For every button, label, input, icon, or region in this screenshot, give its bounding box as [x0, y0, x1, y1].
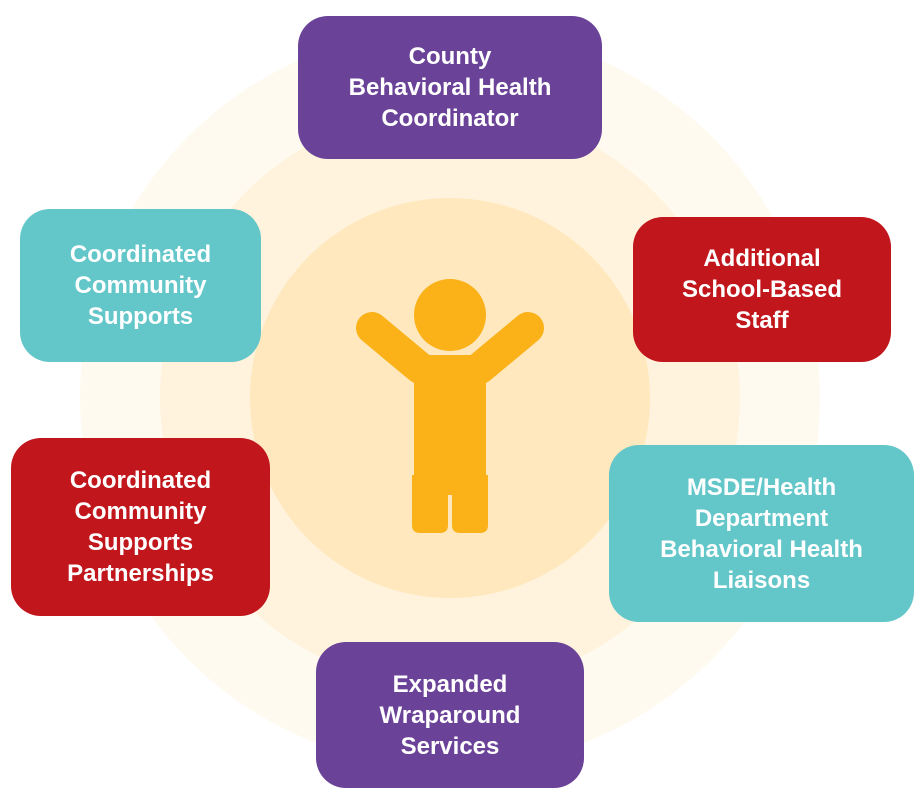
- node-expanded-wraparound-services: Expanded Wraparound Services: [316, 642, 584, 788]
- node-label: County Behavioral Health Coordinator: [348, 43, 552, 132]
- child-arms-raised-icon: [356, 279, 544, 533]
- node-label: Coordinated Community Supports: [69, 241, 212, 330]
- node-additional-school-based-staff: Additional School-Based Staff: [633, 217, 891, 362]
- node-coordinated-community-supports-partnerships: Coordinated Community Supports Partnersh…: [11, 438, 270, 616]
- node-county-behavioral-health-coordinator: County Behavioral Health Coordinator: [298, 16, 602, 159]
- node-msde-health-department-liaisons: MSDE/Health Department Behavioral Health…: [609, 445, 914, 622]
- node-coordinated-community-supports: Coordinated Community Supports: [20, 209, 261, 362]
- node-label: Expanded Wraparound Services: [379, 670, 521, 760]
- node-label: MSDE/Health Department Behavioral Health…: [660, 473, 863, 594]
- node-label: Coordinated Community Supports Partnersh…: [67, 467, 214, 587]
- node-label: Additional School-Based Staff: [681, 245, 843, 334]
